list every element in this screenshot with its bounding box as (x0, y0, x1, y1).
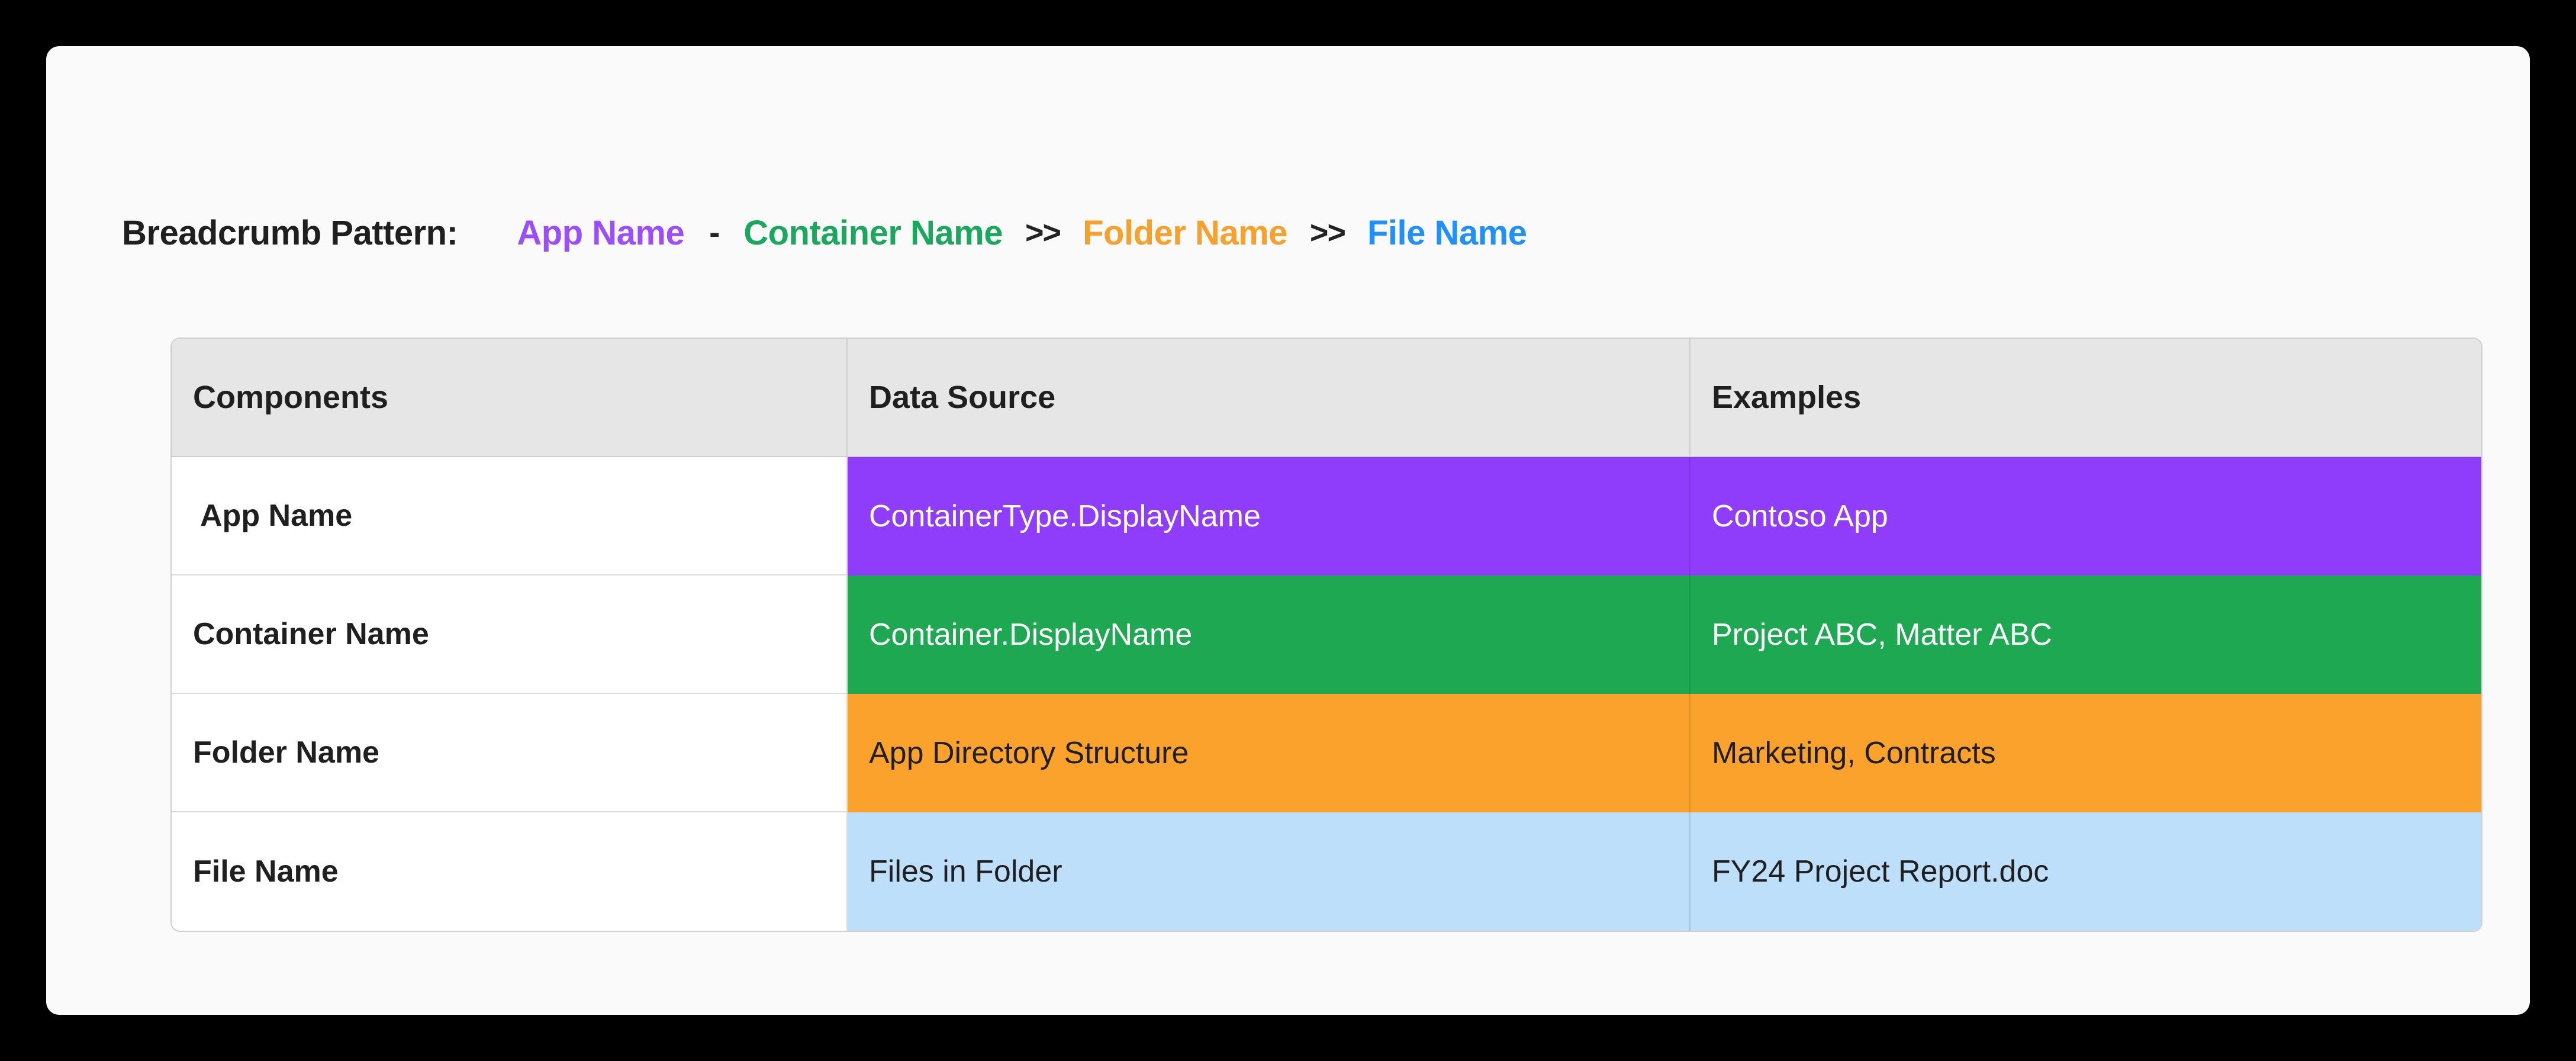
cell-data-source-folder-name: App Directory Structure (846, 694, 1689, 812)
cell-example-container-name: Project ABC, Matter ABC (1689, 575, 2481, 694)
table-row: App Name ContainerType.DisplayName Conto… (172, 457, 2481, 575)
breadcrumb-separator-chevron-icon-1: >> (1025, 215, 1061, 250)
cell-component-file-name: File Name (172, 812, 846, 931)
column-header-examples: Examples (1689, 339, 2481, 457)
breadcrumb-header: Breadcrumb Pattern: App Name - Container… (122, 206, 1527, 259)
cell-component-container-name: Container Name (172, 575, 846, 694)
cell-example-file-name: FY24 Project Report.doc (1689, 812, 2481, 931)
cell-component-folder-name: Folder Name (172, 694, 846, 812)
breadcrumb-item-file-name[interactable]: File Name (1367, 213, 1527, 252)
breadcrumb-item-app-name[interactable]: App Name (517, 213, 685, 252)
column-header-data-source: Data Source (846, 339, 1689, 457)
breadcrumb-item-folder-name[interactable]: Folder Name (1083, 213, 1287, 252)
cell-data-source-app-name: ContainerType.DisplayName (846, 457, 1689, 575)
table-row: Container Name Container.DisplayName Pro… (172, 575, 2481, 694)
content-card: Breadcrumb Pattern: App Name - Container… (46, 46, 2530, 1015)
cell-example-app-name: Contoso App (1689, 457, 2481, 575)
cell-data-source-container-name: Container.DisplayName (846, 575, 1689, 694)
breadcrumb-item-container-name[interactable]: Container Name (743, 213, 1003, 252)
cell-component-app-name: App Name (172, 457, 846, 575)
breadcrumb: App Name - Container Name >> Folder Name… (517, 213, 1527, 253)
breadcrumb-components-table: Components Data Source Examples App Name… (170, 337, 2482, 932)
cell-data-source-file-name: Files in Folder (846, 812, 1689, 931)
breadcrumb-separator-dash-icon: - (709, 215, 720, 250)
table-header-row: Components Data Source Examples (172, 339, 2481, 457)
page-title: Breadcrumb Pattern: (122, 213, 458, 252)
table-row: Folder Name App Directory Structure Mark… (172, 694, 2481, 812)
breadcrumb-separator-chevron-icon-2: >> (1309, 215, 1346, 250)
cell-example-folder-name: Marketing, Contracts (1689, 694, 2481, 812)
column-header-components: Components (172, 339, 846, 457)
table-row: File Name Files in Folder FY24 Project R… (172, 812, 2481, 931)
